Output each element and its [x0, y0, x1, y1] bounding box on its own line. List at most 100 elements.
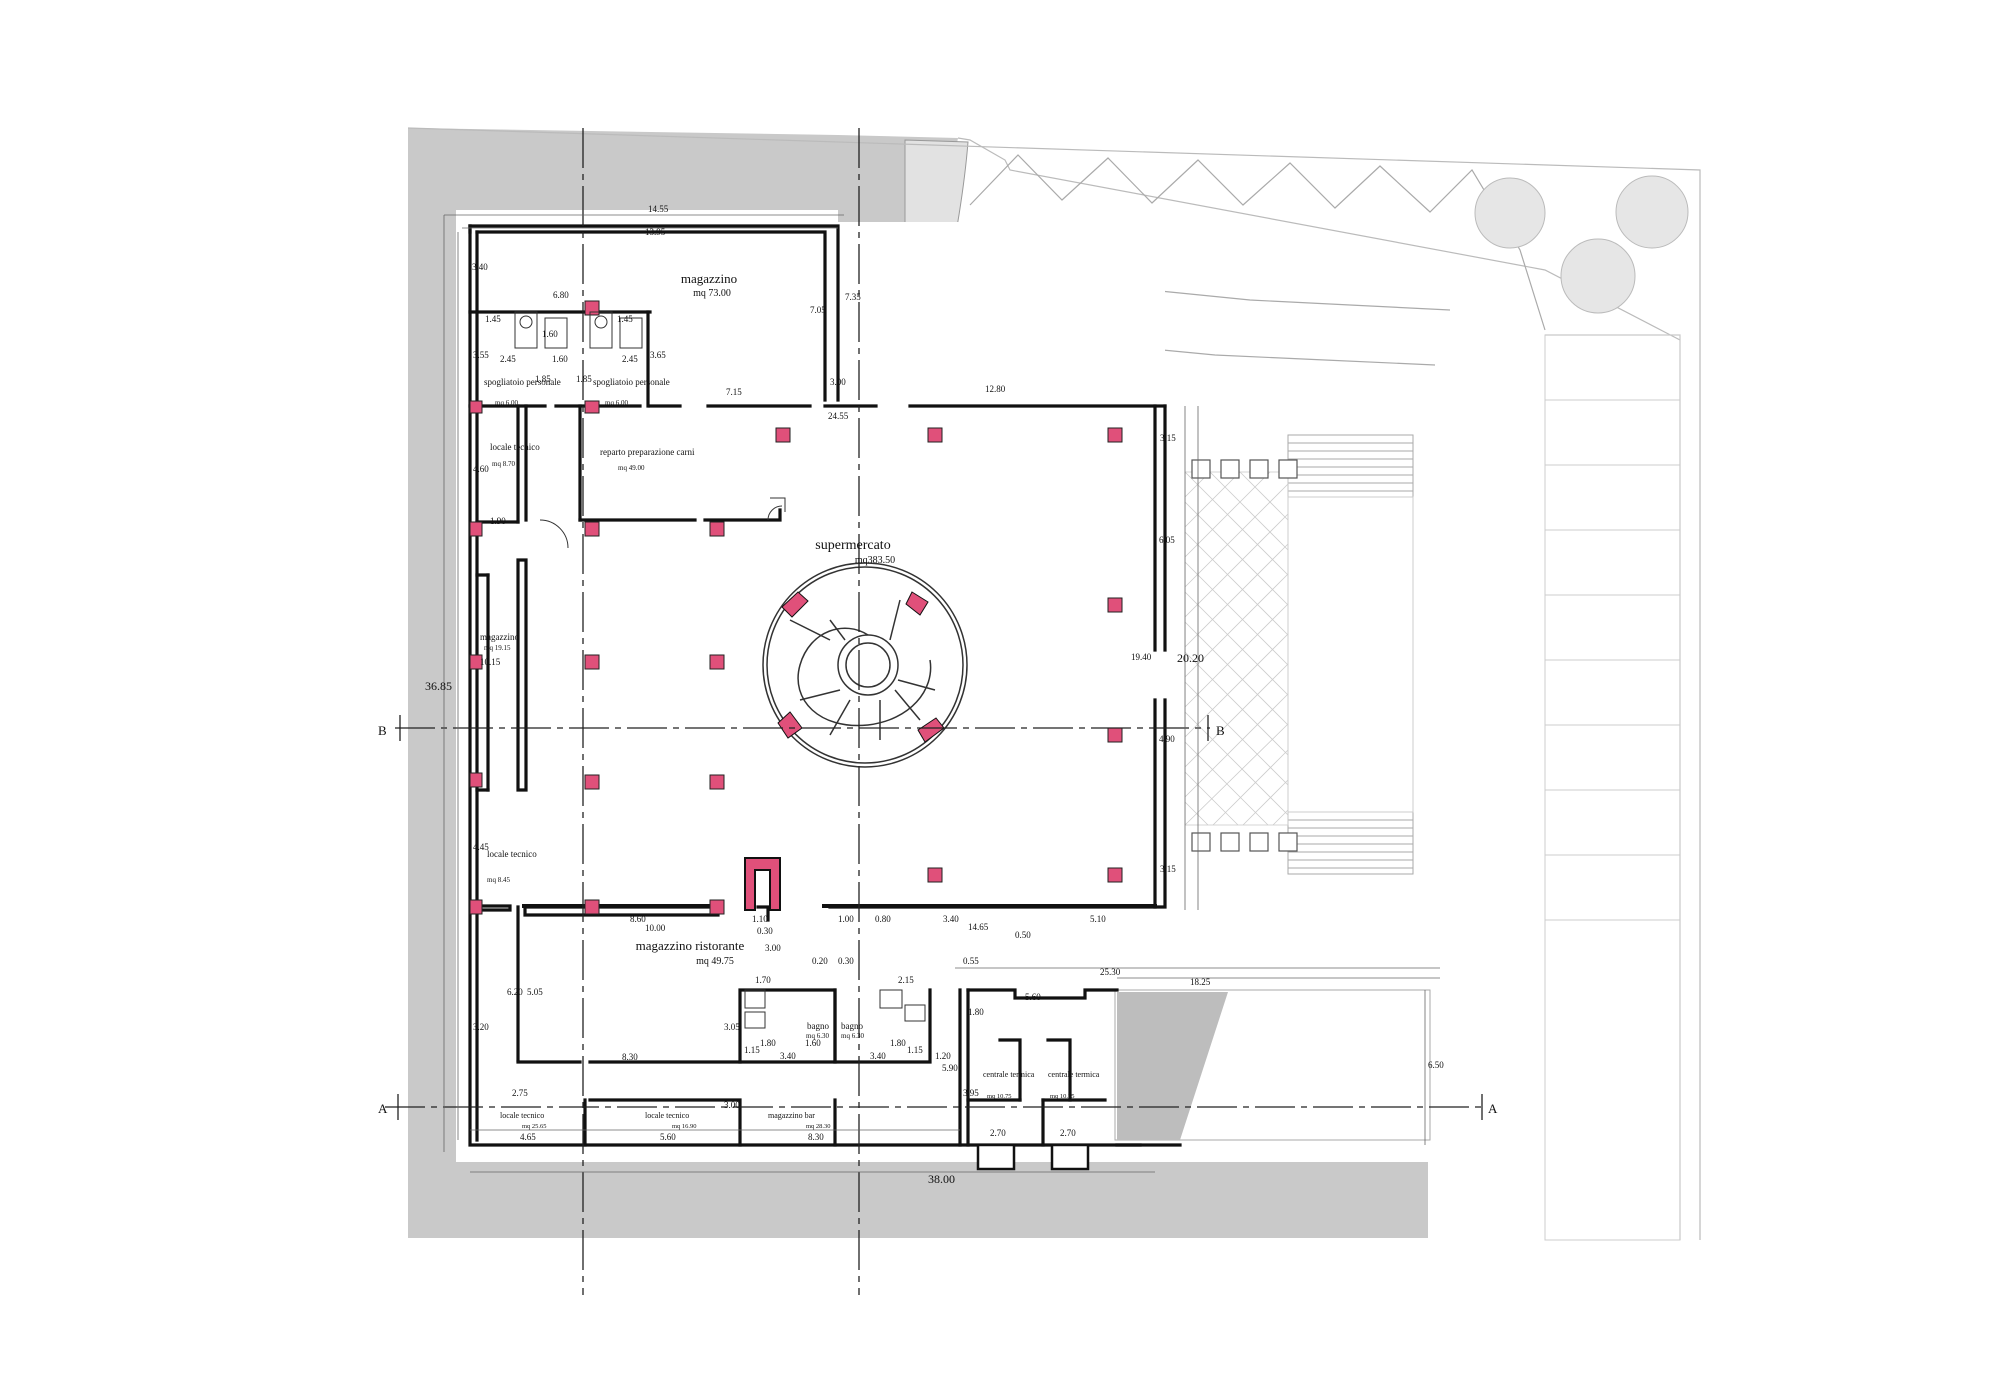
- dim-3-40: 3.40: [472, 262, 488, 272]
- section-a-left: A: [378, 1101, 388, 1116]
- dim-4-65: 4.65: [520, 1132, 536, 1142]
- dim-1-60a: 1.60: [552, 354, 568, 364]
- section-b-left: B: [378, 723, 387, 738]
- room-locale-tecnico-1-area: mq 8.70: [492, 460, 515, 468]
- room-magazzino-side-area: mq 19.15: [484, 644, 511, 652]
- room-magazzino-top-area: mq 73.00: [693, 288, 731, 299]
- dim-5-90: 5.90: [942, 1063, 958, 1073]
- dim-13-95: 13.95: [645, 227, 666, 237]
- room-locale-tecnico-4-area: mq 16.90: [672, 1123, 697, 1130]
- room-magazzino-bar: magazzino bar: [768, 1111, 815, 1120]
- dim-5-60a: 5.60: [1025, 992, 1041, 1002]
- section-b-right: B: [1216, 723, 1225, 738]
- axis-lines: [385, 128, 1485, 1295]
- dim-1-80b: 1.80: [890, 1038, 906, 1048]
- dimension-labels: 14.55 13.95 3.40 6.80 1.45 1.45 3.55 2.4…: [425, 204, 1444, 1186]
- room-bagno-1-area: mq 6.30: [806, 1032, 829, 1040]
- dim-3-15a: 3.15: [1160, 433, 1176, 443]
- dim-1-85a: 1.85: [535, 374, 551, 384]
- room-locale-tecnico-4: locale tecnico: [645, 1111, 689, 1120]
- room-locale-tecnico-3: locale tecnico: [500, 1111, 544, 1120]
- dim-6-80: 6.80: [553, 290, 569, 300]
- dim-24-55: 24.55: [828, 411, 849, 421]
- dim-5-10: 5.10: [1090, 914, 1106, 924]
- columns: [469, 300, 1123, 915]
- dim-0-30: 0.30: [757, 926, 773, 936]
- section-labels: B B A A: [378, 723, 1498, 1116]
- dim-3-40d: 3.40: [870, 1051, 886, 1061]
- room-centrale-1: centrale termica: [983, 1070, 1035, 1079]
- dim-3-15b: 3.15: [1160, 864, 1176, 874]
- room-magazzino-bar-area: mq 28.30: [806, 1123, 831, 1130]
- annex-gray-wedge: [1117, 992, 1228, 1140]
- room-bagno-1: bagno: [807, 1021, 829, 1031]
- wall-fill-bottom: [522, 904, 1157, 908]
- dim-6-20: 6.20: [507, 987, 523, 997]
- room-locale-tecnico-2: locale tecnico: [487, 849, 537, 859]
- room-spogliatoio-1: spogliatoio personale: [484, 377, 561, 387]
- spiral-stair: [762, 562, 968, 768]
- parking-stalls: [1544, 334, 1681, 1241]
- dim-7-05: 7.05: [810, 305, 826, 315]
- dim-0-30b: 0.30: [838, 956, 854, 966]
- dim-5-60b: 5.60: [660, 1132, 676, 1142]
- tree-icon: [1474, 175, 1689, 314]
- entrance-steps: [1287, 434, 1414, 875]
- dim-25-30: 25.30: [1100, 967, 1121, 977]
- room-centrale-1-area: mq 10.75: [987, 1093, 1012, 1100]
- dim-8-60: 8.60: [630, 914, 646, 924]
- room-locale-tecnico-3-area: mq 25.65: [522, 1123, 547, 1130]
- room-bagno-2: bagno: [841, 1021, 863, 1031]
- room-magazzino-ristorante-area: mq 49.75: [696, 956, 734, 967]
- dim-2-45a: 2.45: [500, 354, 516, 364]
- bottom-protrusions: [976, 1143, 1090, 1171]
- dim-4-90: 4.90: [1159, 734, 1175, 744]
- dim-14-65: 14.65: [968, 922, 989, 932]
- dim-19-40: 19.40: [1131, 652, 1152, 662]
- dim-3-05: 3.05: [724, 1022, 740, 1032]
- dim-3-00b: 3.00: [765, 943, 781, 953]
- room-bagno-2-area: mq 6.30: [841, 1032, 864, 1040]
- room-reparto: reparto preparazione carni: [600, 447, 695, 457]
- room-spogliatoio-2-area: mq 6.00: [605, 399, 628, 407]
- dim-3-20: 3.20: [473, 1022, 489, 1032]
- dim-1-15a: 1.15: [744, 1045, 760, 1055]
- building-main: [470, 222, 1165, 1152]
- dim-1-00: 1.00: [838, 914, 854, 924]
- room-locale-tecnico-1: locale tecnico: [490, 442, 540, 452]
- dim-1-70: 1.70: [755, 975, 771, 985]
- bay-window: [744, 857, 781, 911]
- entrance-hatch: [1184, 471, 1289, 826]
- room-spogliatoio-2: spogliatoio personale: [593, 377, 670, 387]
- dim-5-05: 5.05: [527, 987, 543, 997]
- dim-6-50: 6.50: [1428, 1060, 1444, 1070]
- dim-1-10: 1.10: [752, 914, 768, 924]
- room-reparto-area: mq 49.00: [618, 464, 645, 472]
- dim-0-55: 0.55: [963, 956, 979, 966]
- room-magazzino-side: magazzino: [480, 632, 519, 642]
- fixtures: [514, 311, 926, 1029]
- dim-2-70a: 2.70: [990, 1128, 1006, 1138]
- room-centrale-2-area: mq 10.75: [1050, 1093, 1075, 1100]
- dim-3-40c: 3.40: [780, 1051, 796, 1061]
- room-magazzino-ristorante: magazzino ristorante: [636, 938, 745, 953]
- dim-8-30a: 8.30: [622, 1052, 638, 1062]
- dim-36-85: 36.85: [425, 679, 452, 693]
- dim-8-30b: 8.30: [808, 1132, 824, 1142]
- dim-2-70b: 2.70: [1060, 1128, 1076, 1138]
- room-locale-tecnico-2-area: mq 8.45: [487, 876, 510, 884]
- dim-10-00: 10.00: [645, 923, 666, 933]
- dim-1-60b: 1.60: [542, 329, 558, 339]
- entrance-bollards: [1191, 459, 1298, 852]
- room-labels: magazzino mq 73.00 spogliatoio personale…: [480, 271, 1100, 1130]
- dim-7-35: 7.35: [845, 292, 861, 302]
- dim-3-00a: 3.00: [830, 377, 846, 387]
- room-centrale-2: centrale termica: [1048, 1070, 1100, 1079]
- dim-4-45: 4.45: [473, 842, 489, 852]
- dim-2-75: 2.75: [512, 1088, 528, 1098]
- dim-2-15: 2.15: [898, 975, 914, 985]
- dim-3-55: 3.55: [473, 350, 489, 360]
- section-a-right: A: [1488, 1101, 1498, 1116]
- dim-0-50: 0.50: [1015, 930, 1031, 940]
